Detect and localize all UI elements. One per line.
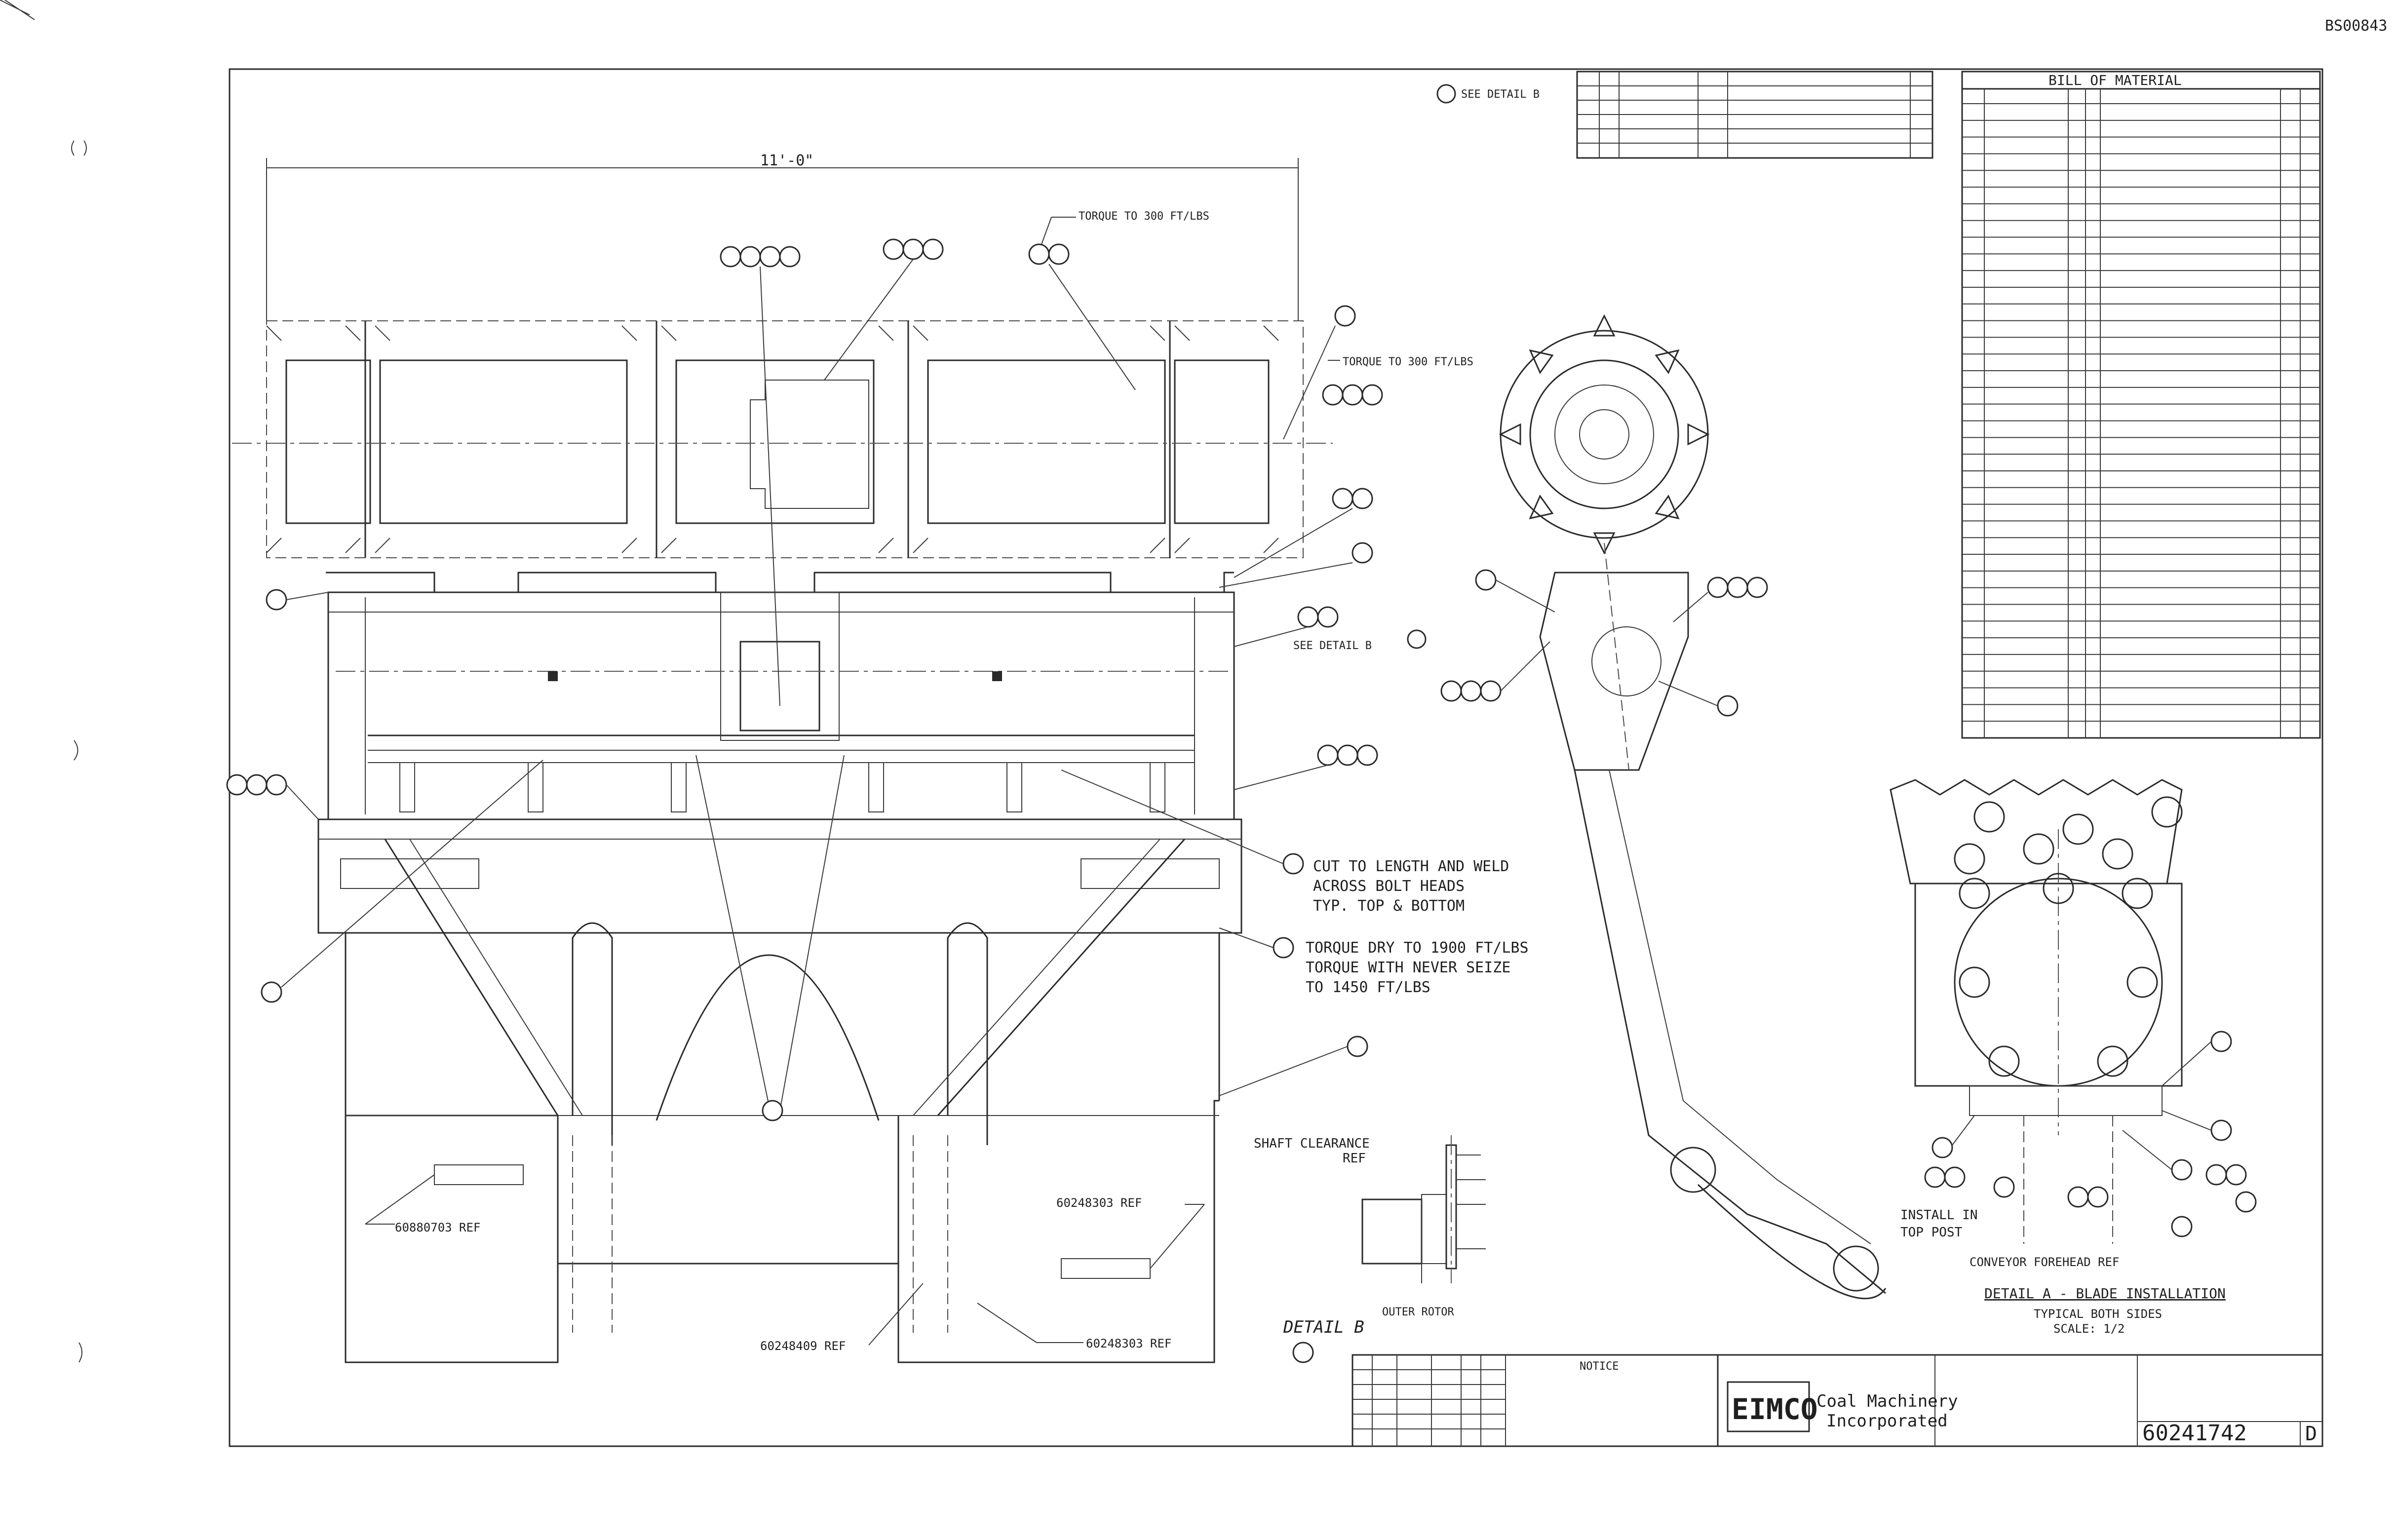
conveyor-ref-note: CONVEYOR FOREHEAD REF xyxy=(1970,1255,2119,1269)
cut-weld-note-line2: ACROSS BOLT HEADS xyxy=(1313,878,1465,895)
notes-heading: NOTICE xyxy=(1580,1360,1619,1373)
edge-marks xyxy=(0,0,87,1363)
drawing-number: 60241742 xyxy=(2142,1421,2247,1446)
torque-dry-note-line1: TORQUE DRY TO 1900 FT/LBS xyxy=(1306,939,1529,957)
ref-note-left: 60880703 REF xyxy=(395,1221,480,1234)
cut-weld-note-line1: CUT TO LENGTH AND WELD xyxy=(1313,858,1509,875)
detail-b-view xyxy=(1361,1135,1457,1283)
detail-a-subtitle2: SCALE: 1/2 xyxy=(2053,1322,2125,1336)
revision-letter: D xyxy=(2305,1423,2317,1445)
torque-dry-note-line3: TO 1450 FT/LBS xyxy=(1306,979,1430,996)
detail-b-leaders xyxy=(1421,1155,1486,1283)
detail-a-callouts xyxy=(1924,1031,2257,1237)
company-logo: EIMCO xyxy=(1732,1392,1818,1426)
detail-a-subtitle1: TYPICAL BOTH SIDES xyxy=(2034,1307,2162,1321)
bom-heading: BILL OF MATERIAL xyxy=(2048,72,2182,88)
upper-parts-table xyxy=(1576,71,1933,159)
torque-note-top: TORQUE TO 300 FT/LBS xyxy=(1079,210,1209,223)
detail-b-title: DETAIL B xyxy=(1283,1317,1364,1337)
sheet-border xyxy=(229,68,2323,1447)
main-view-callouts xyxy=(226,238,1383,1121)
install-note-line2: TOP POST xyxy=(1900,1225,1963,1240)
cut-weld-note-line3: TYP. TOP & BOTTOM xyxy=(1313,897,1465,915)
company-name-line2: Incorporated xyxy=(1826,1411,1948,1431)
overall-dimension: 11'-0" xyxy=(760,152,813,169)
detail-a-blade-installation xyxy=(1890,779,2183,1244)
shaft-clearance-line2: REF xyxy=(1343,1151,1366,1166)
ref-note-right-top: 60248303 REF xyxy=(1056,1196,1142,1210)
side-view-cutter-arm xyxy=(1499,314,1887,1300)
company-name-line1: Coal Machinery xyxy=(1816,1391,1958,1411)
ref-note-bottom-right: 60248303 REF xyxy=(1086,1337,1171,1350)
corner-mark: BS00843 xyxy=(2325,17,2387,35)
detail-b-subtitle: OUTER ROTOR xyxy=(1382,1306,1454,1318)
see-detail-b-note: SEE DETAIL B xyxy=(1293,640,1372,652)
detail-a-title: DETAIL A - BLADE INSTALLATION xyxy=(1984,1285,2226,1302)
side-view-callouts xyxy=(1440,569,1768,717)
torque-dry-note-line2: TORQUE WITH NEVER SEIZE xyxy=(1306,959,1510,976)
install-note-line1: INSTALL IN xyxy=(1900,1208,1978,1223)
see-detail-b-top-note: SEE DETAIL B xyxy=(1461,88,1540,101)
torque-note-right: TORQUE TO 300 FT/LBS xyxy=(1343,356,1473,368)
shaft-clearance-line1: SHAFT CLEARANCE xyxy=(1254,1136,1370,1151)
main-assembly-view: 11'-0" xyxy=(232,152,1333,1363)
ref-note-bottom-left: 60248409 REF xyxy=(760,1339,846,1353)
bill-of-material-table xyxy=(1961,71,2321,739)
title-block xyxy=(1352,1354,2323,1447)
